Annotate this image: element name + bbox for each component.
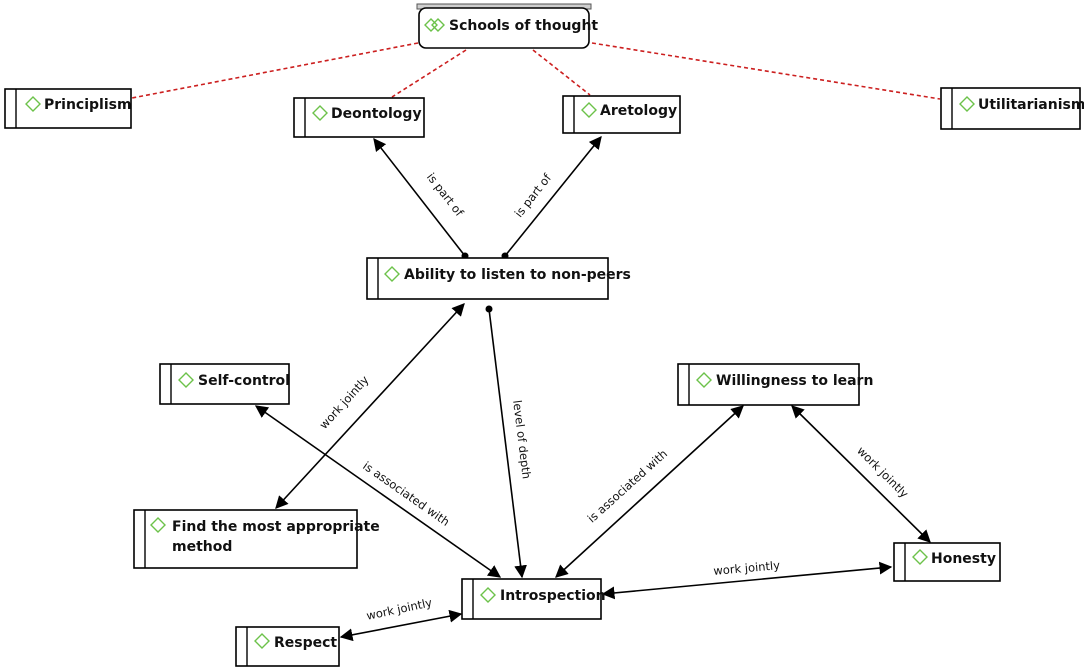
node-label: Willingness to learn (716, 373, 873, 389)
node-label: Deontology (331, 106, 422, 122)
edge-selfcontrol-introspection (254, 405, 502, 578)
node-label: Principlism (44, 97, 132, 113)
diamond-concept-icon (912, 549, 928, 565)
edge-introspection-honesty (601, 561, 893, 600)
node-honesty[interactable]: Honesty (893, 542, 1001, 582)
node-introspection[interactable]: Introspection (461, 578, 606, 620)
edge-label-is-associated-will: is associated with (585, 447, 670, 526)
diamond-concept-icon (312, 105, 328, 121)
edge-willingness-introspection (555, 405, 744, 578)
link-schools-deontology (391, 49, 467, 98)
diamond-concept-icon (581, 102, 597, 118)
node-schools-of-thought[interactable]: Schools of thought (416, 3, 598, 49)
diamond-concept-icon (959, 96, 975, 112)
edge-ability-deontology (373, 137, 466, 257)
diamond-concept-icon (254, 633, 270, 649)
node-willingness-to-learn[interactable]: Willingness to learn (677, 363, 873, 406)
link-schools-principlism (131, 42, 419, 99)
dashed-links (131, 42, 941, 100)
node-ability-to-listen[interactable]: Ability to listen to non-peers (366, 257, 631, 300)
diamond-concept-icon (480, 587, 496, 603)
node-find-most-appropriate-method[interactable]: Find the most appropriate method (133, 509, 380, 569)
edge-respect-introspection (339, 609, 463, 642)
edge-label-level-of-depth: level of depth (510, 399, 534, 479)
edge-ability-introspection (488, 308, 527, 579)
node-label-line-1: Find the most appropriate (172, 519, 380, 535)
diamond-concept-icon (25, 96, 41, 112)
node-utilitarianism[interactable]: Utilitarianism (940, 87, 1084, 130)
diamond-concept-icon (424, 18, 445, 32)
edge-label-work-jointly-intro-honesty: work jointly (713, 558, 781, 578)
edges (254, 136, 931, 642)
node-box (235, 626, 340, 667)
edge-willingness-honesty (791, 405, 931, 543)
edge-label-work-jointly-respect: work jointly (365, 595, 433, 623)
node-self-control[interactable]: Self-control (159, 363, 290, 405)
node-label: Honesty (931, 551, 996, 567)
node-box (293, 97, 425, 138)
node-label: Respect (274, 635, 337, 651)
node-label-line-2: method (172, 539, 232, 555)
node-deontology[interactable]: Deontology (293, 97, 425, 138)
node-box (366, 257, 609, 300)
link-schools-utilitarianism (591, 42, 941, 100)
node-box (677, 363, 860, 406)
node-label: Schools of thought (449, 18, 598, 34)
edge-ability-findmethod (275, 303, 465, 509)
node-label: Self-control (198, 373, 290, 389)
diamond-concept-icon (384, 266, 400, 282)
node-box (418, 7, 590, 49)
diamond-concept-icon (696, 372, 712, 388)
link-schools-aretology (532, 49, 591, 96)
node-label: Utilitarianism (978, 97, 1084, 113)
node-label: Ability to listen to non-peers (404, 267, 631, 283)
node-box (4, 88, 132, 129)
node-box (562, 95, 681, 134)
nodes: Schools of thought Principlism Deontolog… (4, 3, 1084, 667)
node-respect[interactable]: Respect (235, 626, 340, 667)
node-principlism[interactable]: Principlism (4, 88, 132, 129)
edge-origin-dot (485, 305, 493, 313)
edge-ability-aretology (504, 136, 602, 257)
node-box (133, 509, 358, 569)
edge-label-is-part-of-right: is part of (512, 170, 555, 220)
node-label: Introspection (500, 588, 606, 604)
diamond-concept-icon (178, 372, 194, 388)
node-label: Aretology (600, 103, 677, 119)
edge-label-work-jointly-find: work jointly (317, 373, 372, 432)
node-box (893, 542, 1001, 582)
edge-label-work-jointly-honesty: work jointly (854, 444, 911, 501)
diamond-concept-icon (150, 517, 166, 533)
node-aretology[interactable]: Aretology (562, 95, 681, 134)
node-box (159, 363, 290, 405)
